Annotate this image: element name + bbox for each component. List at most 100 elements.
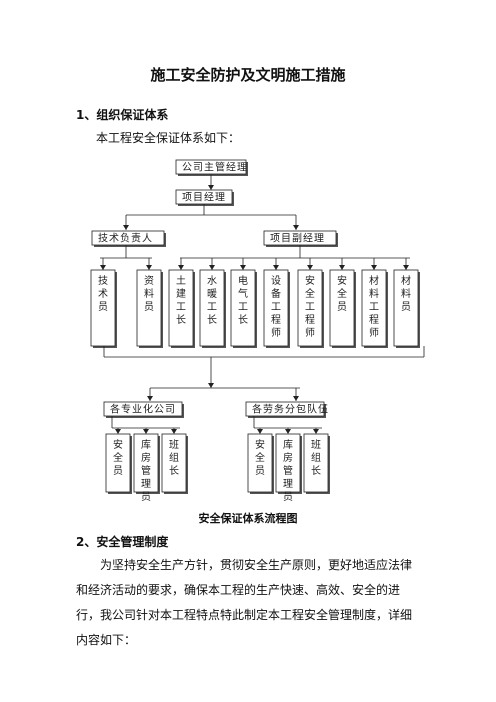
section-1-intro: 本工程安全保证体系如下：	[96, 131, 241, 145]
box-group-0-member-2-char: 长	[169, 465, 179, 477]
box-tech-staff-0-char: 术	[98, 288, 108, 300]
box-deputy-staff-1-char: 长	[207, 314, 217, 326]
arrow-head	[115, 429, 121, 434]
box-deputy-staff-0-char: 土	[176, 274, 186, 287]
box-group-0-member-0-char: 员	[113, 465, 123, 477]
box-group-1-member-1	[275, 433, 301, 493]
arrow-head	[208, 185, 214, 190]
box-group-0-member-2-char: 班	[169, 439, 179, 451]
box-group-1-member-1-char: 管	[283, 464, 293, 477]
box-group-1-member-1-char: 库	[283, 438, 293, 451]
box-group-0-member-2-char: 组	[169, 451, 179, 464]
arrow-head	[100, 265, 106, 270]
box-group-1-member-2-char: 组	[311, 451, 321, 464]
box-company-manager-label: 公司主管经理	[182, 161, 248, 174]
arrow-head	[171, 429, 177, 434]
box-group-1-member-1-char: 房	[283, 451, 293, 464]
arrow-head	[371, 265, 377, 270]
box-deputy-staff-6	[361, 269, 387, 347]
arrow-head	[307, 265, 313, 270]
box-deputy-staff-3-char: 设	[271, 275, 281, 287]
arrow-head	[403, 265, 409, 270]
box-deputy-staff-1	[199, 269, 225, 347]
box-deputy-staff-2-char: 工	[238, 302, 248, 313]
box-group-0-member-2	[161, 433, 187, 493]
box-deputy-staff-7	[393, 269, 419, 347]
box-group-0-member-1-char: 库	[141, 438, 151, 451]
box-deputy-staff-6-char: 师	[369, 326, 379, 339]
box-deputy-staff-4	[297, 269, 323, 347]
box-deputy-staff-0	[168, 269, 194, 347]
box-tech-staff-1-char: 料	[144, 287, 154, 300]
box-deputy-staff-7-char: 料	[401, 287, 411, 300]
box-deputy-staff-0-char: 建	[176, 287, 186, 300]
arrow-head	[123, 225, 129, 230]
box-group-1-member-2-char: 班	[311, 439, 321, 451]
box-deputy-staff-7-char: 员	[401, 301, 411, 313]
box-group-1-member-2	[303, 433, 329, 493]
box-deputy-staff-1-char: 暖	[207, 287, 217, 300]
box-group-0-member-0-char: 全	[113, 451, 123, 464]
box-deputy-staff-5-char: 全	[337, 287, 347, 300]
box-deputy-staff-3-char: 师	[271, 326, 281, 339]
box-deputy-staff-4-char: 安	[305, 274, 315, 287]
box-tech-staff-0-char: 员	[98, 301, 108, 313]
box-group-0-member-1	[133, 433, 159, 493]
arrow-head	[273, 265, 279, 270]
box-group-0-member-1-char: 理	[141, 478, 151, 490]
box-contractor-group-1	[245, 401, 325, 417]
box-group-0-member-1-char: 房	[141, 451, 151, 464]
arrow-head	[293, 396, 299, 401]
box-group-1-member-0-char: 全	[255, 451, 265, 464]
arrow-head	[146, 265, 152, 270]
box-deputy-staff-1-char: 工	[207, 302, 217, 313]
box-deputy-staff-3-char: 备	[271, 287, 281, 300]
box-tech-staff-1-char: 资	[144, 275, 154, 287]
box-deputy-staff-3-char: 工	[271, 302, 281, 313]
box-deputy-staff-5-char: 安	[337, 274, 347, 287]
safety-org-chart: 公司主管经理项目经理技术负责人项目副经理技术员资料员土建工长水暖工长电气工长设备…	[90, 159, 425, 503]
arrow-head	[143, 429, 149, 434]
box-tech-staff-0	[90, 269, 116, 347]
arrow-head	[313, 429, 319, 434]
box-tech-lead	[91, 230, 165, 246]
box-group-1-member-0	[247, 433, 273, 493]
box-project-manager-label: 项目经理	[182, 191, 226, 204]
box-deputy-staff-2-char: 电	[238, 274, 248, 287]
box-deputy-staff-0-char: 工	[176, 302, 186, 313]
box-group-0-member-1-char: 管	[141, 464, 151, 477]
arrow-head	[178, 265, 184, 270]
box-deputy-staff-5-char: 员	[337, 301, 347, 313]
box-contractor-group-0	[103, 401, 183, 417]
box-group-1-member-2-char: 长	[311, 465, 321, 477]
section-heading-2: 2、安全管理制度	[76, 535, 169, 549]
box-deputy-staff-4-char: 师	[305, 326, 315, 339]
box-contractor-group-0-label: 各专业化公司	[110, 403, 176, 416]
arrow-head	[208, 383, 214, 388]
box-tech-staff-0-char: 技	[98, 274, 108, 287]
box-deputy-staff-1-char: 水	[207, 275, 217, 287]
arrow-head	[293, 225, 299, 230]
box-group-1-member-1-char: 员	[283, 491, 293, 503]
section-heading-1: 1、组织保证体系	[76, 108, 169, 122]
arrow-head	[147, 396, 153, 401]
box-tech-lead-label: 技术负责人	[98, 232, 153, 245]
box-group-1-member-0-char: 安	[255, 438, 265, 451]
box-deputy-staff-6-char: 程	[369, 314, 379, 326]
box-contractor-group-1-label: 各劳务分包队伍	[252, 403, 329, 416]
box-tech-staff-1	[136, 269, 162, 347]
box-deputy-staff-4-char: 全	[305, 287, 315, 300]
box-deputy-staff-2-char: 气	[238, 287, 248, 300]
section-2-body: 为坚持安全生产方针，贯彻安全生产原则，更好地适应法律和经济活动的要求，确保本工程…	[76, 553, 421, 653]
box-deputy-staff-6-char: 工	[369, 302, 379, 313]
box-tech-staff-1-char: 员	[144, 301, 154, 313]
box-deputy-staff-6-char: 材	[369, 274, 379, 287]
box-deputy-staff-4-char: 工	[305, 302, 315, 313]
box-deputy-staff-2-char: 长	[238, 314, 248, 326]
box-group-0-member-1-char: 员	[141, 491, 151, 503]
box-deputy-staff-3-char: 程	[271, 314, 281, 326]
arrow-head	[240, 265, 246, 270]
box-deputy-staff-0-char: 长	[176, 314, 186, 326]
box-group-0-member-0-char: 安	[113, 438, 123, 451]
box-group-1-member-0-char: 员	[255, 465, 265, 477]
